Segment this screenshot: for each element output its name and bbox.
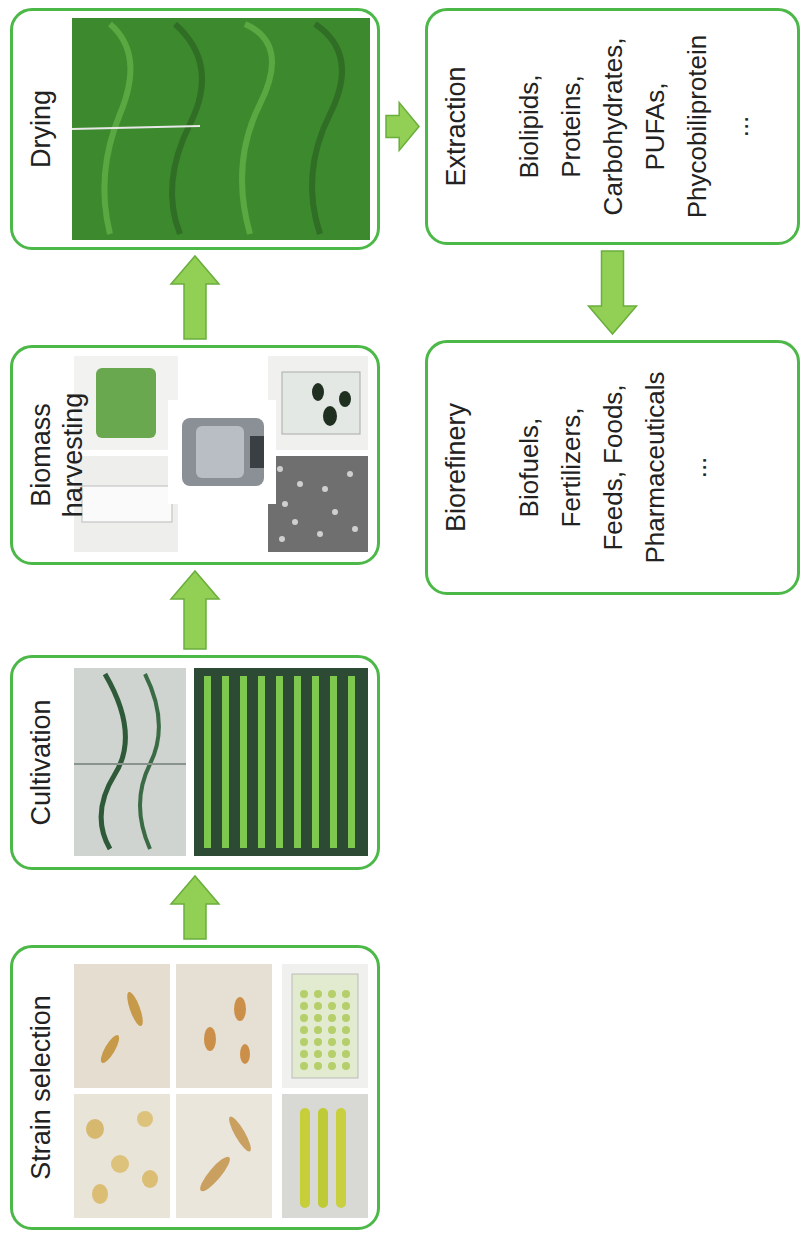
- box-title: Strain selection: [25, 958, 57, 1217]
- process-box: Cultivation: [10, 655, 380, 870]
- flow-arrow: [171, 571, 219, 649]
- process-box: Biorefinery Biofuels, Fertilizers, Feeds,…: [425, 340, 800, 595]
- item-list: Biofuels, Fertilizers, Feeds, Foods, Pha…: [508, 371, 718, 563]
- flow-arrow: [171, 256, 219, 339]
- culture-tubes-and-plate: [282, 964, 368, 1218]
- box-title: Drying: [25, 21, 57, 237]
- flow-arrow: [171, 876, 219, 939]
- process-box: Biomass harvesting: [10, 345, 380, 565]
- box-title: Cultivation: [25, 668, 57, 857]
- item-list: Biolipids, Proteins, Carbohydrates, PUFA…: [508, 35, 760, 219]
- box-title: Biorefinery: [440, 353, 472, 582]
- harvesting-photos: [74, 356, 368, 552]
- process-box: Drying: [10, 8, 380, 250]
- flow-arrow: [589, 251, 637, 334]
- process-box: Strain selection: [10, 945, 380, 1230]
- dried-biomass-photo: [72, 18, 370, 240]
- flow-arrow: [386, 103, 419, 151]
- box-title: Biomass harvesting: [25, 358, 89, 552]
- box-title: Extraction: [440, 21, 472, 232]
- cultivation-photos: [74, 668, 368, 856]
- micrographs: [74, 964, 272, 1218]
- process-box: Extraction Biolipids, Proteins, Carbohydr…: [425, 8, 800, 245]
